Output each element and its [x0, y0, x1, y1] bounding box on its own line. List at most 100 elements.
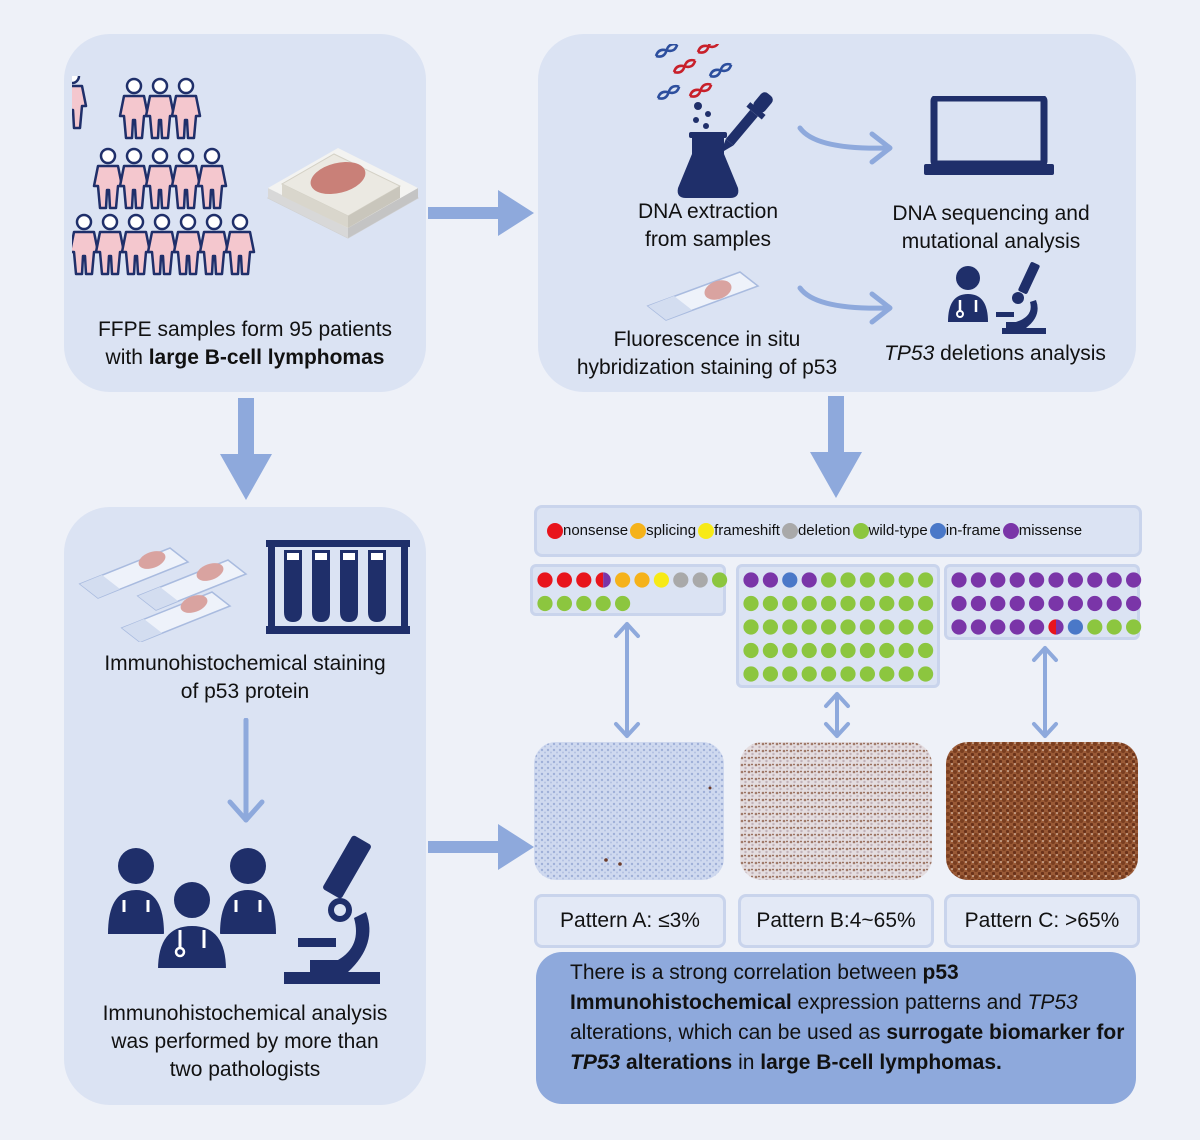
- mutation-dot-missense: [1009, 572, 1025, 588]
- mutation-dot-wild-type: [762, 595, 778, 612]
- mutation-dot-frameshift: [653, 572, 669, 588]
- mutation-dot-wild-type: [782, 666, 798, 682]
- mutation-dot-wild-type: [821, 595, 837, 612]
- legend-label: wild-type: [868, 522, 928, 539]
- mutation-dot-wild-type: [879, 572, 895, 588]
- double-arrow-c: [1032, 646, 1058, 738]
- mutation-dot-wild-type: [898, 642, 914, 659]
- legend-dot-deletion: [781, 522, 798, 539]
- concl-t2: expression patterns and: [791, 991, 1028, 1014]
- pattern-c-label: Pattern C: >65%: [944, 894, 1140, 948]
- mutation-dot-wild-type: [801, 666, 817, 682]
- mutation-dot-missense: [951, 595, 967, 612]
- mutation-dot-missense: [990, 595, 1006, 612]
- mutation-dot-missense: [970, 572, 986, 588]
- ihc-analysis-label: Immunohistochemical analysis was perform…: [64, 1000, 426, 1084]
- ihc-analysis-line3: two pathologists: [169, 1058, 321, 1081]
- samples-caption: FFPE samples form 95 patients with large…: [64, 316, 426, 372]
- legend-dot-in-frame: [929, 522, 946, 539]
- legend-dot-nonsense: [547, 522, 563, 539]
- legend-dot-frameshift: [698, 522, 715, 539]
- ihc-image-pattern-c: [946, 742, 1138, 880]
- mutation-dot-missense: [990, 619, 1006, 635]
- mutation-dot-wild-type: [801, 619, 817, 635]
- mutation-dot-wild-type: [918, 595, 934, 612]
- mutation-dot-wild-type: [1087, 619, 1103, 635]
- ffpe-block-icon: [266, 148, 420, 239]
- mutation-dot-wild-type: [1106, 619, 1122, 635]
- mutation-dot-wild-type: [840, 595, 856, 612]
- legend-item-missense: missense: [1002, 522, 1082, 539]
- concl-t4: in: [732, 1051, 761, 1074]
- test-tube-rack-icon: [266, 540, 410, 634]
- mutation-dot-nonsense: [537, 572, 553, 588]
- mutation-dot-nonsense-missense: [595, 572, 611, 588]
- ihc-staining-label: Immunohistochemical staining of p53 prot…: [64, 650, 426, 706]
- mutation-dot-nonsense-missense: [1048, 619, 1064, 635]
- mutation-dot-missense: [1009, 619, 1025, 635]
- arrow-to-patterns: [428, 824, 534, 870]
- mutation-dot-wild-type: [762, 642, 778, 659]
- arrow-to-mutations: [810, 396, 862, 498]
- legend-dot-wild-type: [852, 522, 869, 539]
- mutation-dot-wild-type: [743, 619, 759, 635]
- mutation-dot-missense: [1048, 595, 1064, 612]
- legend-item-deletion: deletion: [781, 522, 851, 539]
- samples-caption-line2-pre: with: [105, 346, 149, 369]
- mutation-dot-missense: [801, 572, 817, 588]
- legend-dot-missense: [1002, 522, 1019, 539]
- mutation-dot-missense: [1009, 595, 1025, 612]
- dna-extraction-line1: DNA extraction: [637, 200, 779, 223]
- mutation-dot-wild-type: [840, 572, 856, 588]
- mutation-dot-wild-type: [782, 619, 798, 635]
- mutation-dot-wild-type: [879, 619, 895, 635]
- legend-item-nonsense: nonsense: [547, 522, 628, 539]
- mutation-dot-wild-type: [576, 595, 592, 612]
- concl-i1: TP53: [1027, 991, 1078, 1014]
- mutation-dot-in-frame: [782, 572, 798, 588]
- pattern-c-mutations: [944, 564, 1142, 640]
- mutation-dot-wild-type: [898, 572, 914, 588]
- arrow-to-molecular: [428, 190, 534, 236]
- mutation-dot-missense: [1087, 572, 1103, 588]
- legend-label: deletion: [797, 522, 851, 539]
- microscope-icon: [284, 835, 380, 984]
- tp53-deletions-italic: TP53: [884, 342, 935, 365]
- mutation-dot-wild-type: [879, 666, 895, 682]
- mutation-dot-missense: [990, 572, 1006, 588]
- legend-label: nonsense: [563, 522, 629, 539]
- double-arrow-a: [614, 622, 640, 738]
- samples-caption-line2-bold: large B-cell lymphomas: [148, 346, 385, 369]
- dna-sequencing-label: DNA sequencing and mutational analysis: [870, 200, 1112, 256]
- mutation-dot-wild-type: [743, 666, 759, 682]
- dna-extraction-line2: from samples: [644, 228, 772, 251]
- concl-t3: alterations, which can be used as: [570, 1021, 887, 1044]
- mutation-dot-wild-type: [879, 642, 895, 659]
- mutation-dot-missense: [1126, 595, 1142, 612]
- ihc-staining-line2: of p53 protein: [180, 680, 310, 703]
- concl-b1: p53 Immunohistochemical: [570, 961, 959, 1014]
- curved-arrow-deletions: [797, 285, 893, 325]
- mutation-dot-nonsense: [576, 572, 592, 588]
- pathologist-microscope-icon: [948, 262, 1046, 334]
- fish-line1: Fluorescence in situ: [613, 328, 801, 351]
- dna-sequencing-line1: DNA sequencing and: [892, 202, 1090, 225]
- mutation-dot-wild-type: [782, 595, 798, 612]
- legend-label: splicing: [646, 522, 697, 539]
- mutation-dot-missense: [1126, 572, 1142, 588]
- mutation-dot-wild-type: [859, 595, 875, 612]
- mutation-dot-missense: [1067, 572, 1083, 588]
- mutation-dot-wild-type: [898, 619, 914, 635]
- dna-extraction-label: DNA extraction from samples: [598, 198, 818, 254]
- mutation-dot-wild-type: [762, 666, 778, 682]
- mutation-dot-missense: [970, 619, 986, 635]
- mutation-dot-wild-type: [859, 572, 875, 588]
- ihc-image-pattern-a: [534, 742, 724, 880]
- mutation-dot-wild-type: [1126, 619, 1142, 635]
- fish-slide-icon: [646, 271, 760, 321]
- pattern-a-label: Pattern A: ≤3%: [534, 894, 726, 948]
- ihc-staining-line1: Immunohistochemical staining: [104, 652, 386, 675]
- concl-bi1: TP53: [570, 1051, 621, 1074]
